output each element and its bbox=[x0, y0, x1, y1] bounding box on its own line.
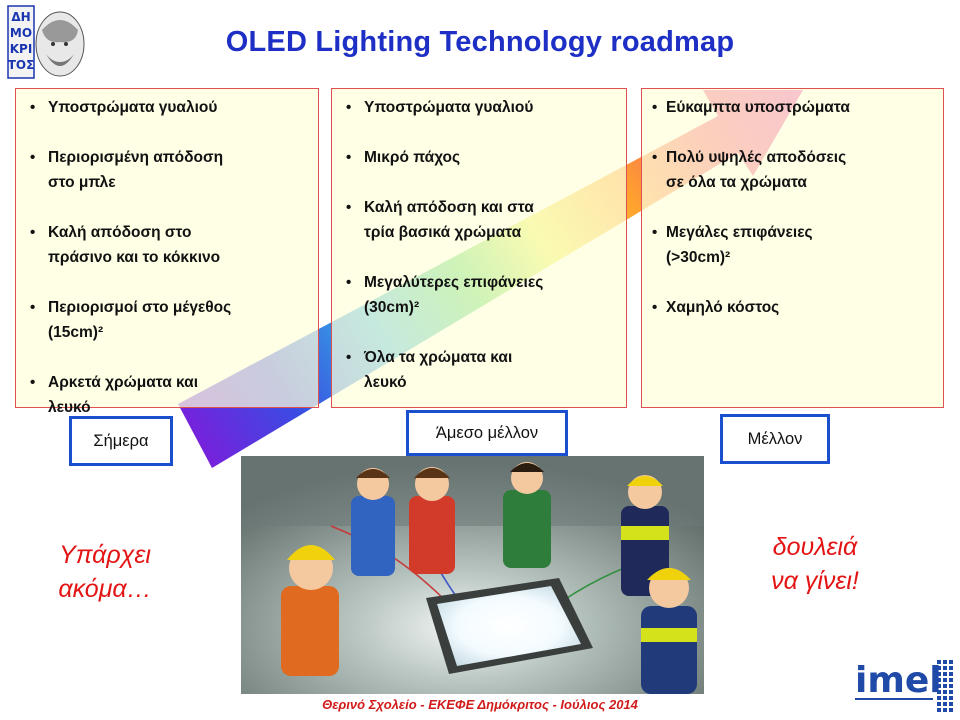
figurine-group bbox=[281, 462, 697, 694]
caption-right-line-2: να γίνει! bbox=[771, 567, 859, 595]
bullet-item: Περιορισμένη απόδοση στο μπλε bbox=[26, 145, 310, 195]
bullet-line: Καλή απόδοση και στα bbox=[364, 199, 534, 216]
bullet-line: στο μπλε bbox=[48, 174, 116, 191]
bullet-line: (>30cm)² bbox=[666, 249, 731, 266]
demokritos-seal-logo: ΔΗ ΜΟ ΚΡΙ ΤΟΣ bbox=[6, 4, 90, 80]
bullet-line: (30cm)² bbox=[364, 299, 420, 316]
svg-text:ΜΟ: ΜΟ bbox=[10, 26, 32, 40]
bullet-item: Καλή απόδοση και στα τρία βασικά χρώματα bbox=[342, 195, 618, 245]
imel-logo: imel bbox=[855, 660, 953, 712]
footer-text: Θερινό Σχολείο - ΕΚΕΦΕ Δημόκριτος - Ιούλ… bbox=[322, 697, 638, 712]
bullet-item: Μεγαλύτερες επιφάνειες (30cm)² bbox=[342, 270, 618, 320]
column-today: Υποστρώματα γυαλιούΠεριορισμένη απόδοση σ… bbox=[15, 88, 319, 416]
bullet-line: Όλα τα χρώματα και bbox=[364, 349, 513, 366]
bullet-item: Περιορισμοί στο μέγεθος (15cm)² bbox=[26, 295, 310, 345]
caption-right-line-1: δουλειά bbox=[772, 533, 858, 561]
bullet-line: Εύκαμπτα υποστρώματα bbox=[666, 99, 850, 116]
bullet-line: λευκό bbox=[48, 399, 91, 416]
bullet-item: Αρκετά χρώματα και λευκό bbox=[26, 370, 310, 420]
column-near-future: Υποστρώματα γυαλιούΜικρό πάχοςΚαλή απόδο… bbox=[331, 88, 627, 408]
bullet-item: Χαμηλό κόστος bbox=[652, 295, 935, 320]
bullet-item: Μεγάλες επιφάνειες (>30cm)² bbox=[652, 220, 935, 270]
bullet-line: Μεγάλες επιφάνειες bbox=[666, 224, 813, 241]
bullet-line: Μεγαλύτερες επιφάνειες bbox=[364, 274, 544, 291]
caption-left-line-2: ακόμα… bbox=[58, 575, 152, 603]
bullet-line: Καλή απόδοση στο bbox=[48, 224, 192, 241]
bullet-line: Υποστρώματα γυαλιού bbox=[48, 99, 218, 116]
caption-left-line-1: Υπάρχει bbox=[59, 541, 151, 569]
bullet-line: (15cm)² bbox=[48, 324, 104, 341]
stage-label-near-future: Άμεσο μέλλον bbox=[406, 410, 568, 456]
bullet-line: πράσινο και το κόκκινο bbox=[48, 249, 221, 266]
column-future: Εύκαμπτα υποστρώματαΠολύ υψηλές αποδόσει… bbox=[641, 88, 944, 408]
svg-text:ΔΗ: ΔΗ bbox=[11, 10, 30, 24]
caption-right: δουλειά να γίνει! bbox=[735, 530, 895, 598]
bullet-line: Χαμηλό κόστος bbox=[666, 299, 780, 316]
svg-text:imel: imel bbox=[855, 660, 942, 701]
slide-title: OLED Lighting Technology roadmap bbox=[225, 26, 735, 58]
bullet-item: Μικρό πάχος bbox=[342, 145, 618, 170]
svg-text:ΤΟΣ: ΤΟΣ bbox=[8, 58, 35, 72]
bullet-item: Υποστρώματα γυαλιού bbox=[26, 95, 310, 120]
bullet-line: σε όλα τα χρώματα bbox=[666, 174, 807, 191]
stage-label-today: Σήμερα bbox=[69, 416, 173, 466]
bullet-line: Μικρό πάχος bbox=[364, 149, 461, 166]
bullet-item: Εύκαμπτα υποστρώματα bbox=[652, 95, 935, 120]
stage-label-future: Μέλλον bbox=[720, 414, 830, 464]
bullet-line: λευκό bbox=[364, 374, 407, 391]
bullet-line: Πολύ υψηλές αποδόσεις bbox=[666, 149, 847, 166]
bullet-item: Υποστρώματα γυαλιού bbox=[342, 95, 618, 120]
bullet-item: Καλή απόδοση στο πράσινο και το κόκκινο bbox=[26, 220, 310, 270]
bullet-line: Υποστρώματα γυαλιού bbox=[364, 99, 534, 116]
bullet-line: Περιορισμοί στο μέγεθος bbox=[48, 299, 232, 316]
bullet-line: Περιορισμένη απόδοση bbox=[48, 149, 224, 166]
svg-text:ΚΡΙ: ΚΡΙ bbox=[10, 42, 33, 56]
bullet-line: Αρκετά χρώματα και bbox=[48, 374, 199, 391]
caption-left: Υπάρχει ακόμα… bbox=[30, 538, 180, 606]
bullet-item: Όλα τα χρώματα και λευκό bbox=[342, 345, 618, 395]
bullet-item: Πολύ υψηλές αποδόσεις σε όλα τα χρώματα bbox=[652, 145, 935, 195]
oled-figurines-photo bbox=[241, 456, 704, 694]
bullet-line: τρία βασικά χρώματα bbox=[364, 224, 522, 241]
